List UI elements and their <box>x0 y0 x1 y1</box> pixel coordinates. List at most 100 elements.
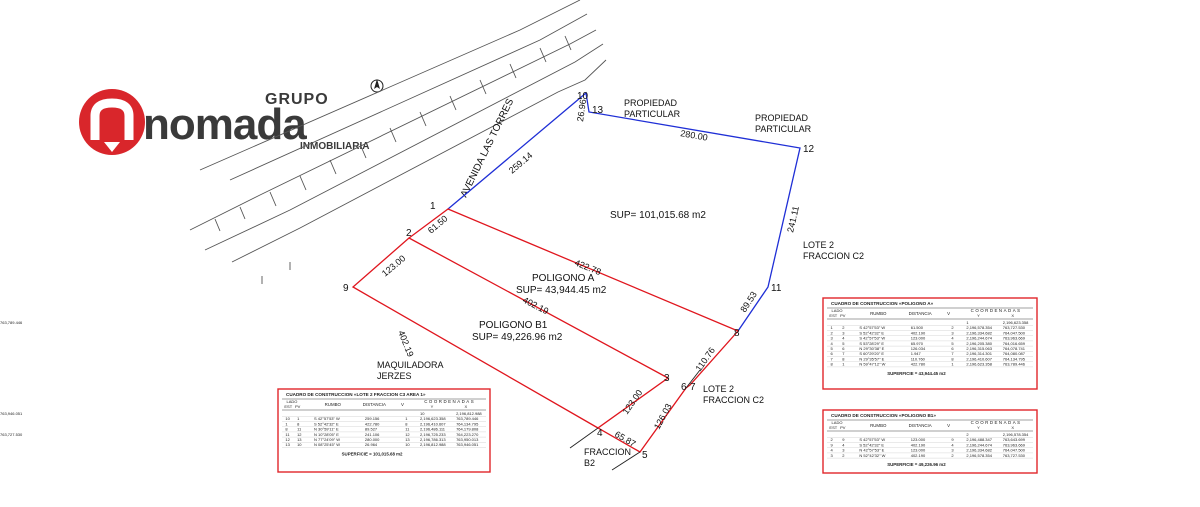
table-cell: 402.190 <box>911 330 926 335</box>
table-cell: N 42°57'53" E <box>859 448 884 453</box>
table-cell: 5 <box>830 346 833 351</box>
lote-lower-line2: FRACCION C2 <box>703 395 764 405</box>
table-cell: 6 <box>951 346 954 351</box>
table-cell: N 29°30'38" E <box>859 346 884 351</box>
table-cell: 4 <box>830 448 833 453</box>
table-cell: 2,196,725.233 <box>420 432 446 437</box>
table-header-rumbo: RUMBO <box>870 311 887 316</box>
propiedad-1-line2: PARTICULAR <box>624 109 681 119</box>
table-cell: 13 <box>297 437 302 442</box>
table-footer: SUPERFICIE = 43,944.45 m2 <box>887 371 946 376</box>
table-cell: 1 <box>285 421 288 426</box>
table-header-y: Y <box>431 404 434 409</box>
vertex-label-1: 1 <box>430 201 436 212</box>
table-cell: 1 <box>951 362 954 367</box>
table-cell: 4 <box>951 442 954 447</box>
table-cell: 763,963.669 <box>1003 442 1026 447</box>
table-cell: 5 <box>951 341 954 346</box>
propiedad-1-line1: PROPIEDAD <box>624 98 678 108</box>
edge-label-13-12: 280.00 <box>680 128 709 143</box>
table-cell: 764,047.500 <box>1003 448 1026 453</box>
table-cell: 2,196,488.347 <box>966 437 992 442</box>
maquila-line1: MAQUILADORA <box>377 360 444 370</box>
table-cell: 123.000 <box>911 336 926 341</box>
table-cell: S 52°42'32" E <box>314 421 339 426</box>
vertex-label-2: 2 <box>406 228 412 239</box>
table-cell: 26.964 <box>365 442 378 447</box>
table-cell: 763,643.699 <box>1003 437 1026 442</box>
table-cell: 764,179.808 <box>456 427 479 432</box>
propiedad-2-line2: PARTICULAR <box>755 124 812 134</box>
table-header-coordenadas: COORDENADAS <box>971 420 1022 425</box>
table-cell: 8 <box>842 356 845 361</box>
table-cell: 10 <box>297 442 302 447</box>
table-cell: N 08°25'45" W <box>314 442 340 447</box>
propiedad-2-line1: PROPIEDAD <box>755 113 809 123</box>
table-frame <box>822 297 1038 390</box>
table-cell: 2 <box>966 432 969 437</box>
table-cell: 1.947 <box>911 351 922 356</box>
area-labels: SUP= 101,015.68 m2 POLIGONO A SUP= 43,94… <box>472 210 706 343</box>
table-cell: 12 <box>297 432 302 437</box>
table-cell: 2,196,334.682 <box>966 330 992 335</box>
table-cell: 1 <box>830 325 833 330</box>
fraccion-line1: FRACCION <box>584 447 631 457</box>
table-cell: 12 <box>285 437 290 442</box>
table-cell: 2,196,786.313 <box>420 437 446 442</box>
table-cell: 2 <box>951 453 954 458</box>
table-cell: 2,196,578.354 <box>1003 432 1029 437</box>
edge-label-10-1: 259.14 <box>507 150 535 175</box>
table-cell: 422.780 <box>365 421 380 426</box>
table-cell: 763,789.446 <box>1003 362 1026 367</box>
table-cell: 2,196,244.674 <box>966 442 992 447</box>
table-header-distancia: DISTANCIA <box>909 311 932 316</box>
poligono-b1-area: SUP= 49,226.96 m2 <box>472 332 563 343</box>
table-header-v: V <box>947 423 950 428</box>
table-cell: 9 <box>830 442 833 447</box>
table-cell: 8 <box>297 421 300 426</box>
table-cell: 6 <box>830 351 833 356</box>
table-cell: 763,963.669 <box>1003 336 1026 341</box>
table-cell: 241.106 <box>365 432 380 437</box>
table-cell: 123.000 <box>911 448 926 453</box>
table-cell: 1 <box>966 320 969 325</box>
table-cell: 2,196,410.607 <box>420 421 446 426</box>
table-cell: 12 <box>405 432 410 437</box>
table-cell: N 10°28'05" E <box>314 432 339 437</box>
table-header-coordenadas: COORDENADAS <box>424 399 475 404</box>
north-arrow-icon <box>370 79 384 93</box>
table-footer: SUPERFICIE = 101,015.68 m2 <box>342 451 403 456</box>
table-cell: 1 <box>842 362 845 367</box>
vertex-label-11: 11 <box>771 283 782 294</box>
table-header-lado: LADO <box>832 308 843 313</box>
table-cell: 3 <box>951 330 954 335</box>
table-header-x: X <box>1011 425 1014 430</box>
table-cell: 3 <box>842 330 845 335</box>
table-cell: 2,196,315.063 <box>966 346 992 351</box>
table-cell: 259.156 <box>365 416 380 421</box>
table-cell: 8 <box>405 421 408 426</box>
table-cell: 763,727.530 <box>1003 325 1026 330</box>
company-logo: GRUPO nomada INMOBILIARIA <box>79 89 369 155</box>
table-cell: 2 <box>951 325 954 330</box>
table-cell: 61.500 <box>911 325 924 330</box>
table-cell: 8 <box>830 362 833 367</box>
table-cell: 764,047.500 <box>1003 330 1026 335</box>
table-cell: 763,946.051 <box>0 411 23 416</box>
table-cell: 7 <box>830 356 833 361</box>
logo-grupo-text: GRUPO <box>265 91 329 108</box>
logo-inmobiliaria-text: INMOBILIARIA <box>300 141 369 152</box>
table-header-rumbo: RUMBO <box>870 423 887 428</box>
vertex-label-8: 8 <box>734 328 740 339</box>
edge-label-2-3: 402.19 <box>521 295 550 316</box>
table-cell: 2 <box>842 325 845 330</box>
table-cell: S 52°42'32" E <box>859 330 884 335</box>
table-title: CUADRO DE CONSTRUCCION «POLIGONO B1» <box>831 413 936 418</box>
table-cell: 1 <box>405 416 408 421</box>
edge-label-3-4: 123.00 <box>620 388 644 416</box>
table-cell: 2,196,812.988 <box>420 442 446 447</box>
vertex-label-13: 13 <box>592 105 604 116</box>
edge-label-9-4: 402.19 <box>396 329 416 358</box>
logo-word-text: nomada <box>143 100 307 149</box>
table-poligono-b1: CUADRO DE CONSTRUCCION «POLIGONO B1»LADO… <box>0 409 1038 474</box>
